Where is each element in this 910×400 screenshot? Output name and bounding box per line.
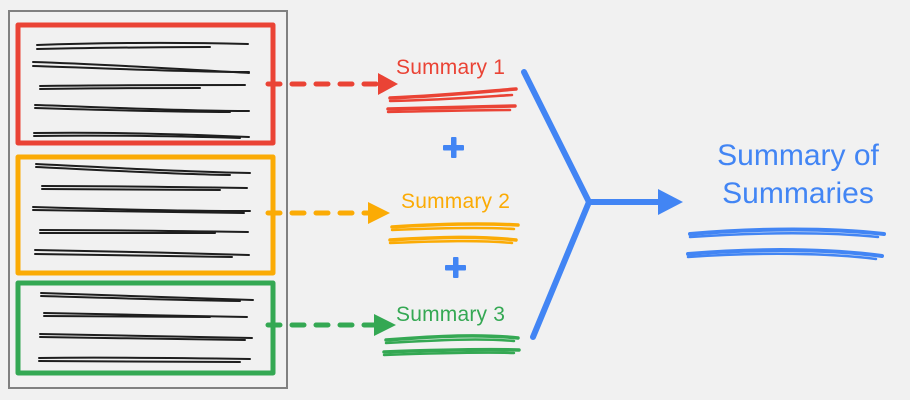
plus-icon-1	[443, 137, 464, 158]
summary-2-label: Summary 2	[401, 190, 511, 213]
final-summary-squiggle	[686, 227, 886, 261]
dashed-arrow-orange	[265, 202, 390, 224]
final-summary-line-2: Summaries	[722, 177, 874, 210]
chunk-box-green	[15, 280, 276, 376]
dashed-arrow-green	[265, 314, 396, 336]
chunk-green-text-lines	[38, 292, 254, 363]
plus-icon-2	[445, 257, 466, 278]
summary-1-squiggle	[386, 87, 518, 114]
chunk-orange-text-lines	[32, 163, 251, 258]
document-container	[8, 10, 288, 389]
summary-2-squiggle	[388, 222, 520, 245]
summary-3-squiggle	[382, 334, 521, 357]
dashed-arrow-red	[265, 73, 398, 95]
merge-arrow	[521, 69, 683, 340]
summary-1-label: Summary 1	[396, 56, 506, 79]
final-summary-line-1: Summary of	[717, 139, 879, 172]
summary-3-label: Summary 3	[396, 303, 506, 326]
chunk-red-text-lines	[32, 41, 250, 139]
final-summary-label: Summary of Summaries	[703, 137, 893, 213]
